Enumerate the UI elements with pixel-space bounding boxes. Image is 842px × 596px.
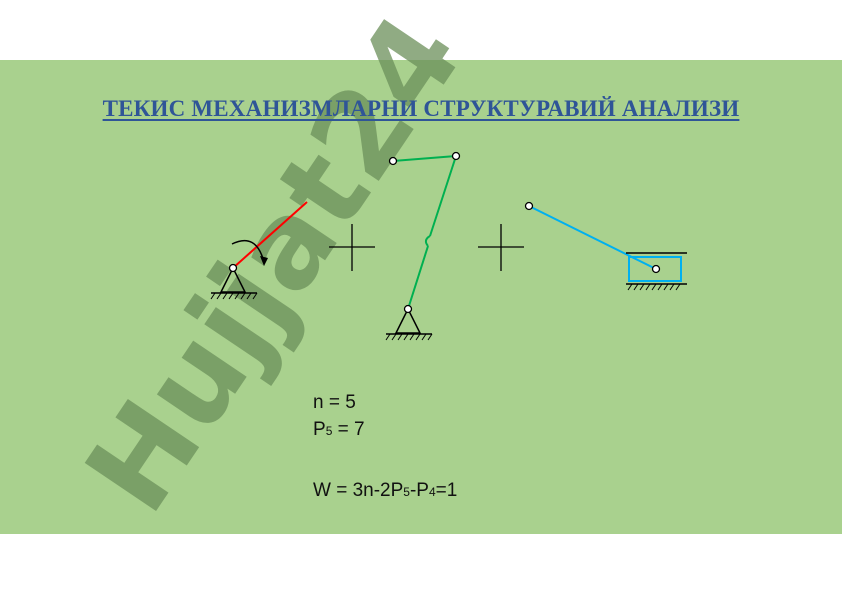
formula-p5: P5 = 7 xyxy=(313,419,365,440)
ground-support-left xyxy=(210,263,258,300)
slider-block xyxy=(628,256,682,282)
formula-n: n = 5 xyxy=(313,392,356,413)
slide-title: ТЕКИС МЕХАНИЗМЛАРНИ СТРУКТУРАВИЙ АНАЛИЗИ xyxy=(102,96,740,121)
slide-background xyxy=(0,60,842,534)
rocker-link-lower xyxy=(407,245,429,310)
coupler-link xyxy=(392,155,457,162)
link-crossing-arc xyxy=(424,235,431,247)
ground-support-middle xyxy=(385,304,433,341)
slider-guide-bottom xyxy=(626,283,687,291)
plus-mark-2 xyxy=(478,224,524,271)
plus-mark-1 xyxy=(329,224,375,271)
formula-mobility: W = 3n-2P5-P4=1 xyxy=(313,480,458,501)
rocker-link-upper xyxy=(429,155,457,237)
crank-link xyxy=(232,201,308,269)
slider-connecting-link xyxy=(528,205,657,270)
